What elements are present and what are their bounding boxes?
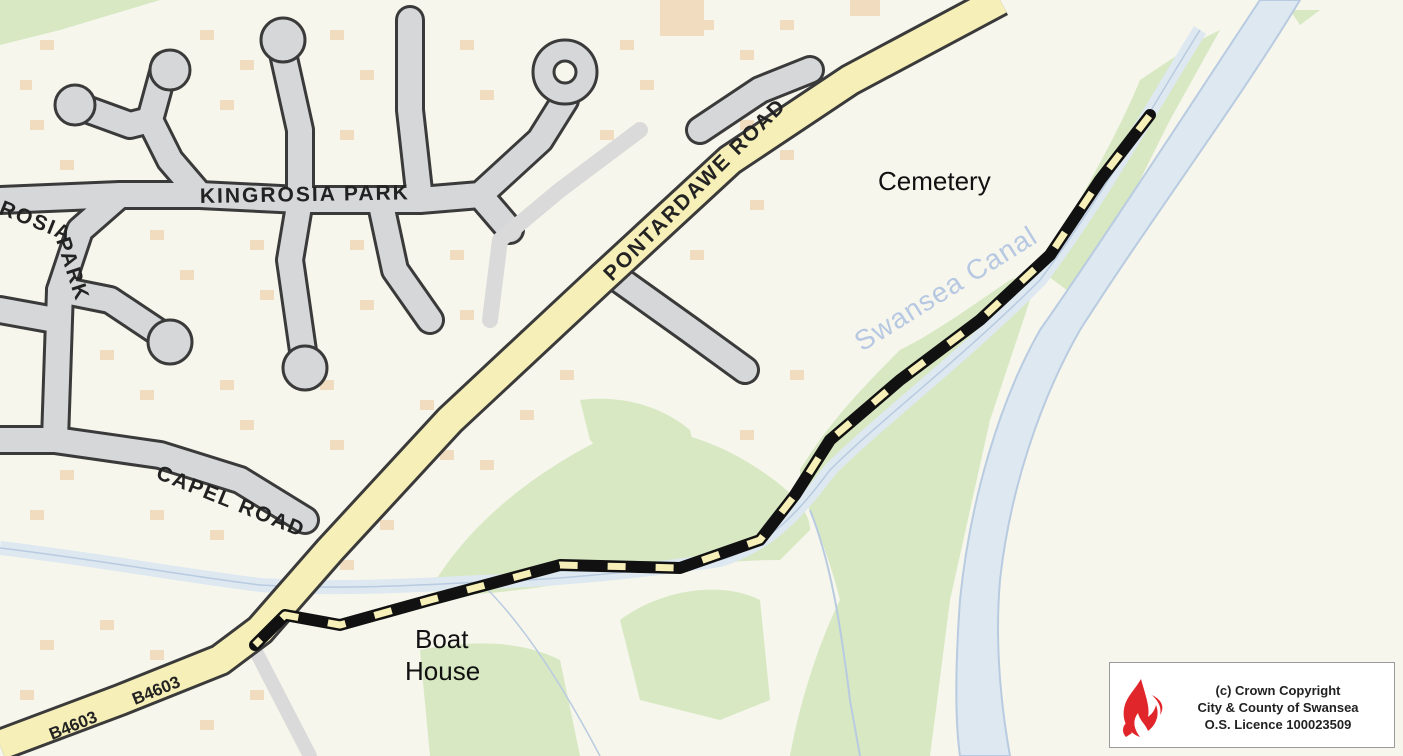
- place-label-boat-house-2: House: [405, 656, 480, 686]
- canal-route: [249, 109, 1156, 651]
- cul-de-sac-island: [552, 59, 578, 85]
- buildings: [20, 0, 880, 730]
- copyright-box: (c) Crown Copyright City & County of Swa…: [1109, 662, 1395, 748]
- place-label-boat-house-1: Boat: [415, 624, 469, 654]
- place-label-cemetery: Cemetery: [878, 166, 991, 196]
- copyright-line-1: (c) Crown Copyright: [1215, 683, 1341, 698]
- cul-de-sacs: [53, 16, 599, 392]
- minor-roads: [0, 5, 825, 756]
- copyright-line-3: O.S. Licence 100023509: [1204, 717, 1352, 732]
- copyright-line-2: City & County of Swansea: [1197, 700, 1359, 715]
- swansea-flame-logo-icon: [1123, 679, 1163, 737]
- main-road: [0, 0, 1008, 756]
- road-label-kingrosia-park: KINGROSIA PARK: [200, 181, 410, 208]
